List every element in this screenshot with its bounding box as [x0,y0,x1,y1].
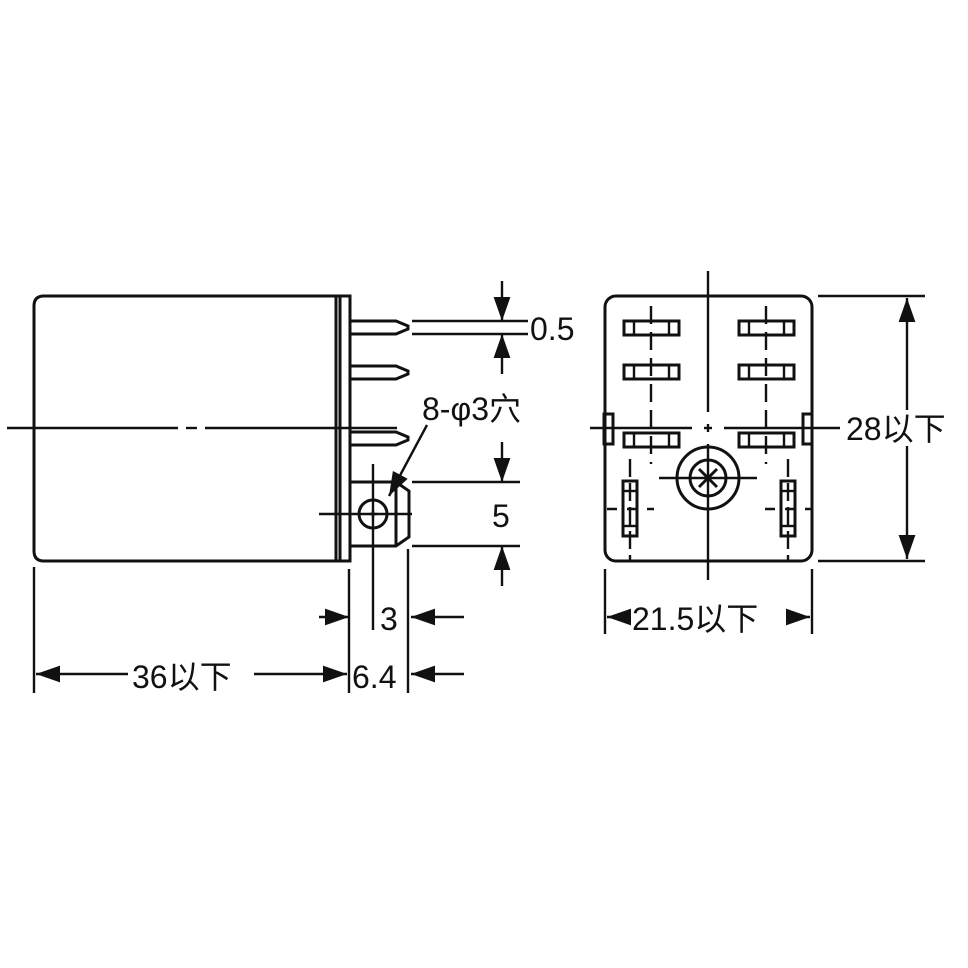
dim-pin-length: 6.4 [352,659,396,695]
dim-hole-offset: 3 [380,601,398,637]
pins [350,319,410,447]
dim-tab-width: 5 [492,498,510,534]
dim-pin-thickness: 0.5 [530,311,574,347]
bottom-view: 28以下 21.5以下 [590,271,946,637]
side-lug-right [801,412,814,446]
side-view: 8-φ3穴 0.5 5 3 36以下 6.4 [7,281,574,695]
dim-width: 21.5以下 [632,601,758,637]
coil-pins [607,459,812,560]
hole-callout-label: 8-φ3穴 [422,391,521,427]
callout-leader [387,424,429,497]
relay-body [32,294,342,563]
dim-height: 28以下 [846,411,946,447]
side-lug-left [602,412,615,446]
dim-length: 36以下 [132,659,232,695]
